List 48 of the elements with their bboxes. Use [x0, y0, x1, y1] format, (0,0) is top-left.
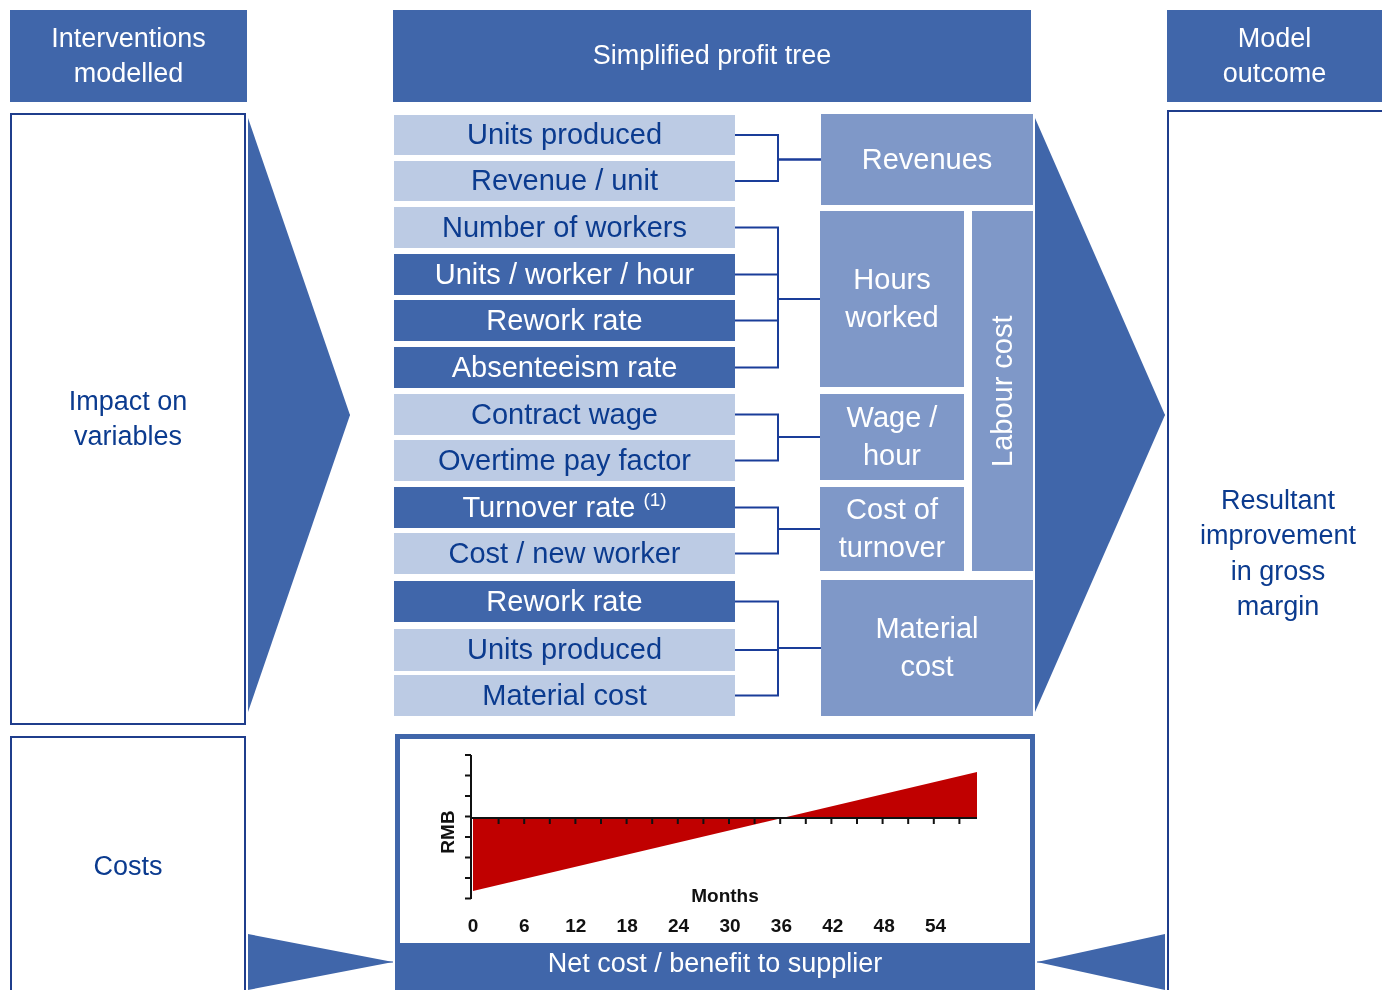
column-panel: Resultant improvement in gross margin — [1167, 110, 1382, 990]
connector-line — [734, 647, 822, 697]
variable-box: Units / worker / hour — [394, 254, 735, 295]
arrow — [1034, 118, 1166, 712]
column-panel: Costs — [10, 736, 246, 990]
connector-line — [734, 298, 821, 369]
tick-label: 18 — [616, 913, 638, 938]
tick-label: 12 — [565, 913, 587, 938]
header-box: Model outcome — [1167, 10, 1382, 102]
variable-box: Contract wage — [394, 394, 735, 435]
column-panel: Impact on variables — [10, 113, 246, 725]
arrow — [247, 934, 394, 990]
tick-label: 48 — [873, 913, 895, 938]
cost-box: Cost of turnover — [820, 487, 964, 571]
variable-box: Units produced — [394, 115, 735, 155]
tick-label: 0 — [467, 913, 479, 938]
connector-line — [734, 436, 821, 462]
tick-label: 24 — [668, 913, 690, 938]
variable-box: Turnover rate $^{(1)}$ — [394, 487, 735, 528]
tick-label: 36 — [770, 913, 792, 938]
chart-panel — [395, 734, 1035, 990]
axis-title: RMB — [435, 810, 459, 854]
tick-label: 42 — [822, 913, 844, 938]
variable-box: Revenue / unit — [394, 161, 735, 201]
header-box: Interventions modelled — [10, 10, 247, 102]
cost-box: Material cost — [821, 580, 1033, 716]
header-box: Simplified profit tree — [393, 10, 1031, 102]
variable-box: Number of workers — [394, 207, 735, 248]
variable-box: Units produced — [394, 629, 735, 671]
tick-label: 54 — [925, 913, 947, 938]
connector-line — [734, 158, 822, 182]
variable-box: Rework rate — [394, 581, 735, 622]
title-band: Net cost / benefit to supplier — [400, 943, 1030, 985]
cost-box: Wage / hour — [820, 394, 964, 480]
cost-box: Labour cost — [972, 211, 1033, 571]
tick-label: 30 — [719, 913, 741, 938]
variable-box: Material cost — [394, 675, 735, 716]
variable-box: Overtime pay factor — [394, 440, 735, 481]
connector-line — [734, 528, 821, 555]
tick-label: 6 — [519, 913, 530, 938]
variable-box: Absenteeism rate — [394, 347, 735, 388]
arrow — [247, 118, 351, 712]
cost-box: Hours worked — [820, 211, 964, 387]
cost-box: Revenues — [821, 114, 1033, 205]
axis-title: Months — [691, 883, 759, 908]
variable-box: Rework rate — [394, 300, 735, 341]
arrow — [1036, 934, 1166, 990]
variable-box: Cost / new worker — [394, 533, 735, 574]
